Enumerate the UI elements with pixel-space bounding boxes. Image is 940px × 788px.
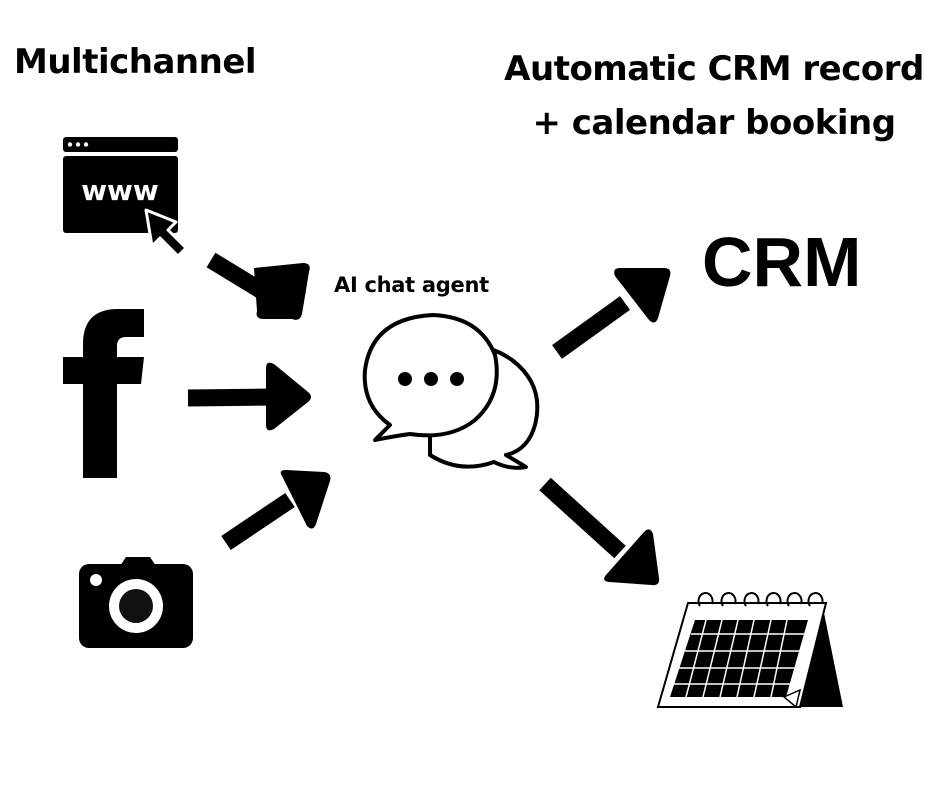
calendar-icon <box>656 592 843 709</box>
www-text: www <box>81 174 159 207</box>
output-heading-line2: + calendar booking <box>532 103 896 143</box>
arrow-web-to-agent <box>206 252 310 320</box>
arrow-facebook-to-agent <box>187 362 311 431</box>
chat-bubbles-icon <box>362 313 540 470</box>
arrow-instagram-to-agent <box>221 470 331 551</box>
output-heading-line1: Automatic CRM record <box>504 49 924 89</box>
ai-chat-agent-label: AI chat agent <box>334 273 489 297</box>
multichannel-heading: Multichannel <box>14 42 257 82</box>
arrow-agent-to-calendar <box>539 477 660 586</box>
output-heading: Automatic CRM record + calendar booking <box>494 42 934 150</box>
arrow-agent-to-crm <box>552 268 671 359</box>
www-browser-icon: www <box>63 137 188 258</box>
camera-icon <box>79 557 193 648</box>
crm-label: CRM <box>702 223 862 301</box>
facebook-icon <box>63 309 144 478</box>
